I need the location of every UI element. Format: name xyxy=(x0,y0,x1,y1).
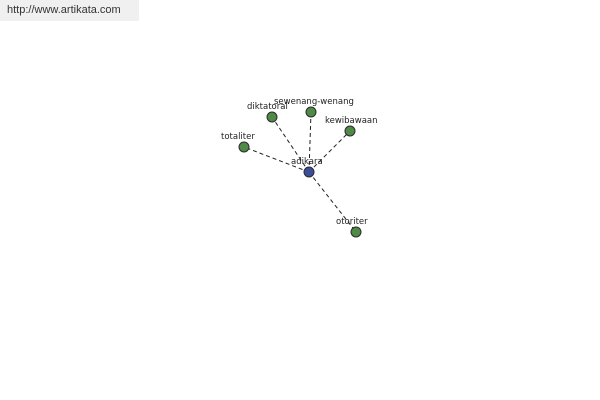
related-word-node-marker[interactable] xyxy=(266,111,278,123)
related-word-node-label[interactable]: diktatoral xyxy=(247,102,288,112)
related-word-node-kewibawaan[interactable]: kewibawaan xyxy=(325,116,378,137)
related-word-node-otoriter[interactable]: otoriter xyxy=(336,217,368,238)
center-word-node-adikara[interactable]: adikara xyxy=(291,157,323,178)
edge-adikara-totaliter xyxy=(243,146,310,173)
related-word-node-sewenang-wenang[interactable]: sewenang-wenang xyxy=(274,97,354,118)
edge-adikara-otoriter xyxy=(308,171,357,233)
center-word-node-marker[interactable] xyxy=(303,166,315,178)
edge-adikara-kewibawaan xyxy=(308,130,351,173)
related-word-node-marker[interactable] xyxy=(305,106,317,118)
related-word-node-label[interactable]: sewenang-wenang xyxy=(274,97,354,107)
related-word-node-marker[interactable] xyxy=(344,125,356,137)
related-word-node-marker[interactable] xyxy=(350,226,362,238)
related-word-node-label[interactable]: otoriter xyxy=(336,217,368,227)
related-word-node-diktatoral[interactable]: diktatoral xyxy=(247,102,288,123)
edge-adikara-sewenang-wenang xyxy=(308,111,312,173)
related-word-node-label[interactable]: totaliter xyxy=(221,132,255,142)
related-word-node-totaliter[interactable]: totaliter xyxy=(221,132,255,153)
edges-layer xyxy=(243,111,357,233)
center-word-node-label[interactable]: adikara xyxy=(291,157,323,167)
related-word-node-marker[interactable] xyxy=(238,141,250,153)
related-word-node-label[interactable]: kewibawaan xyxy=(325,116,378,126)
source-url[interactable]: http://www.artikata.com xyxy=(0,0,139,21)
